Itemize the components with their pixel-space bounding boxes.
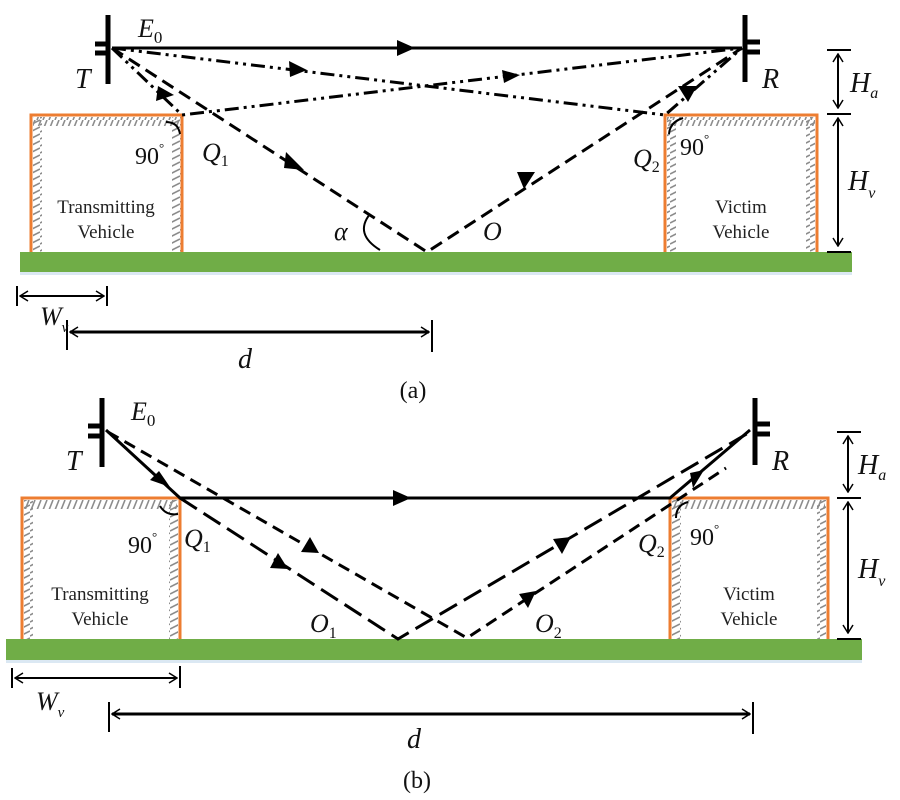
angle-label: 90°: [690, 521, 719, 551]
panel-caption: (b): [403, 768, 431, 794]
direction-arrow: [284, 152, 304, 170]
angle-label: 90°: [128, 529, 157, 559]
ground-strip: [20, 252, 852, 272]
transmitter-label: T: [66, 446, 84, 477]
q2-label: Q2: [638, 529, 665, 561]
vehicle-label-line1: Transmitting: [51, 584, 149, 605]
hv-label: Hv: [847, 166, 876, 202]
direction-arrow: [553, 537, 571, 554]
direction-arrow: [150, 471, 170, 487]
right-angle-arc: [159, 505, 179, 516]
receiver-label: R: [771, 446, 789, 477]
receiver-label: R: [761, 64, 779, 95]
field-label: E0: [137, 14, 162, 47]
direction-arrow: [397, 40, 415, 56]
vehicle-label-line1: Victim: [715, 197, 767, 218]
hv-label: Hv: [857, 554, 886, 590]
q2-label: Q2: [633, 144, 660, 176]
right-angle-arc: [165, 121, 181, 135]
reflection-path-o2: [107, 430, 727, 640]
q1-label: Q1: [184, 524, 211, 556]
direction-arrow: [517, 172, 535, 189]
vehicle-label-line1: Victim: [723, 584, 775, 605]
direction-arrow: [393, 490, 411, 506]
o2-label: O2: [535, 609, 562, 642]
alpha-label: α: [334, 217, 349, 246]
ha-label: Ha: [857, 450, 886, 484]
distance-label: d: [238, 344, 253, 375]
ground-strip: [6, 639, 862, 660]
alpha-angle-arc: [362, 213, 381, 251]
ha-label: Ha: [849, 68, 878, 102]
direction-arrow: [678, 86, 697, 102]
wv-label: Wv: [40, 302, 69, 336]
direction-arrow: [270, 553, 288, 569]
direction-arrow: [502, 70, 520, 83]
q1-label: Q1: [202, 138, 229, 170]
reflection-point-label: O: [483, 217, 502, 246]
angle-label: 90°: [680, 131, 709, 161]
angle-label: 90°: [135, 140, 164, 170]
vehicle-label-line2: Vehicle: [72, 609, 129, 630]
diffraction-path-q1: [110, 46, 743, 117]
direction-arrow: [301, 537, 319, 553]
transmitter-antenna-icon: [88, 398, 105, 467]
vehicle-label-line2: Vehicle: [78, 222, 135, 243]
receiver-antenna-icon: [742, 15, 760, 82]
field-label: E0: [130, 397, 155, 430]
transmitter-label: T: [75, 64, 93, 95]
panel-caption: (a): [400, 378, 427, 404]
height-dimensions: [837, 431, 861, 640]
direction-arrow: [690, 470, 704, 488]
ground-reflection-path: [111, 46, 743, 254]
diffracted-rooftop-path: [104, 428, 751, 500]
direction-arrow: [156, 86, 174, 101]
vehicle-label-line1: Transmitting: [57, 197, 155, 218]
distance-label: d: [407, 724, 422, 755]
width-dimensions: [16, 286, 433, 352]
victim-vehicle: Victim Vehicle: [668, 496, 830, 639]
height-dimensions: [827, 49, 851, 253]
victim-vehicle: Victim Vehicle: [663, 113, 819, 252]
wv-label: Wv: [36, 687, 65, 721]
transmitting-vehicle: Transmitting Vehicle: [29, 113, 184, 252]
reflection-path-o1: [179, 430, 751, 641]
panel-a: Transmitting Vehicle Victim Vehicle: [16, 14, 878, 404]
direction-arrow: [289, 61, 307, 77]
width-dimensions: [11, 666, 754, 734]
right-angle-arc: [675, 501, 689, 519]
direction-arrow: [519, 591, 536, 608]
right-angle-arc: [668, 117, 684, 135]
panel-b: Transmitting Vehicle Victim Vehicle: [6, 397, 886, 794]
transmitter-antenna-icon: [95, 15, 111, 84]
vehicle-label-line2: Vehicle: [713, 222, 770, 243]
receiver-antenna-icon: [752, 398, 770, 465]
transmitting-vehicle: Transmitting Vehicle: [20, 496, 182, 639]
vehicle-label-line2: Vehicle: [721, 609, 778, 630]
o1-label: O1: [310, 609, 337, 642]
